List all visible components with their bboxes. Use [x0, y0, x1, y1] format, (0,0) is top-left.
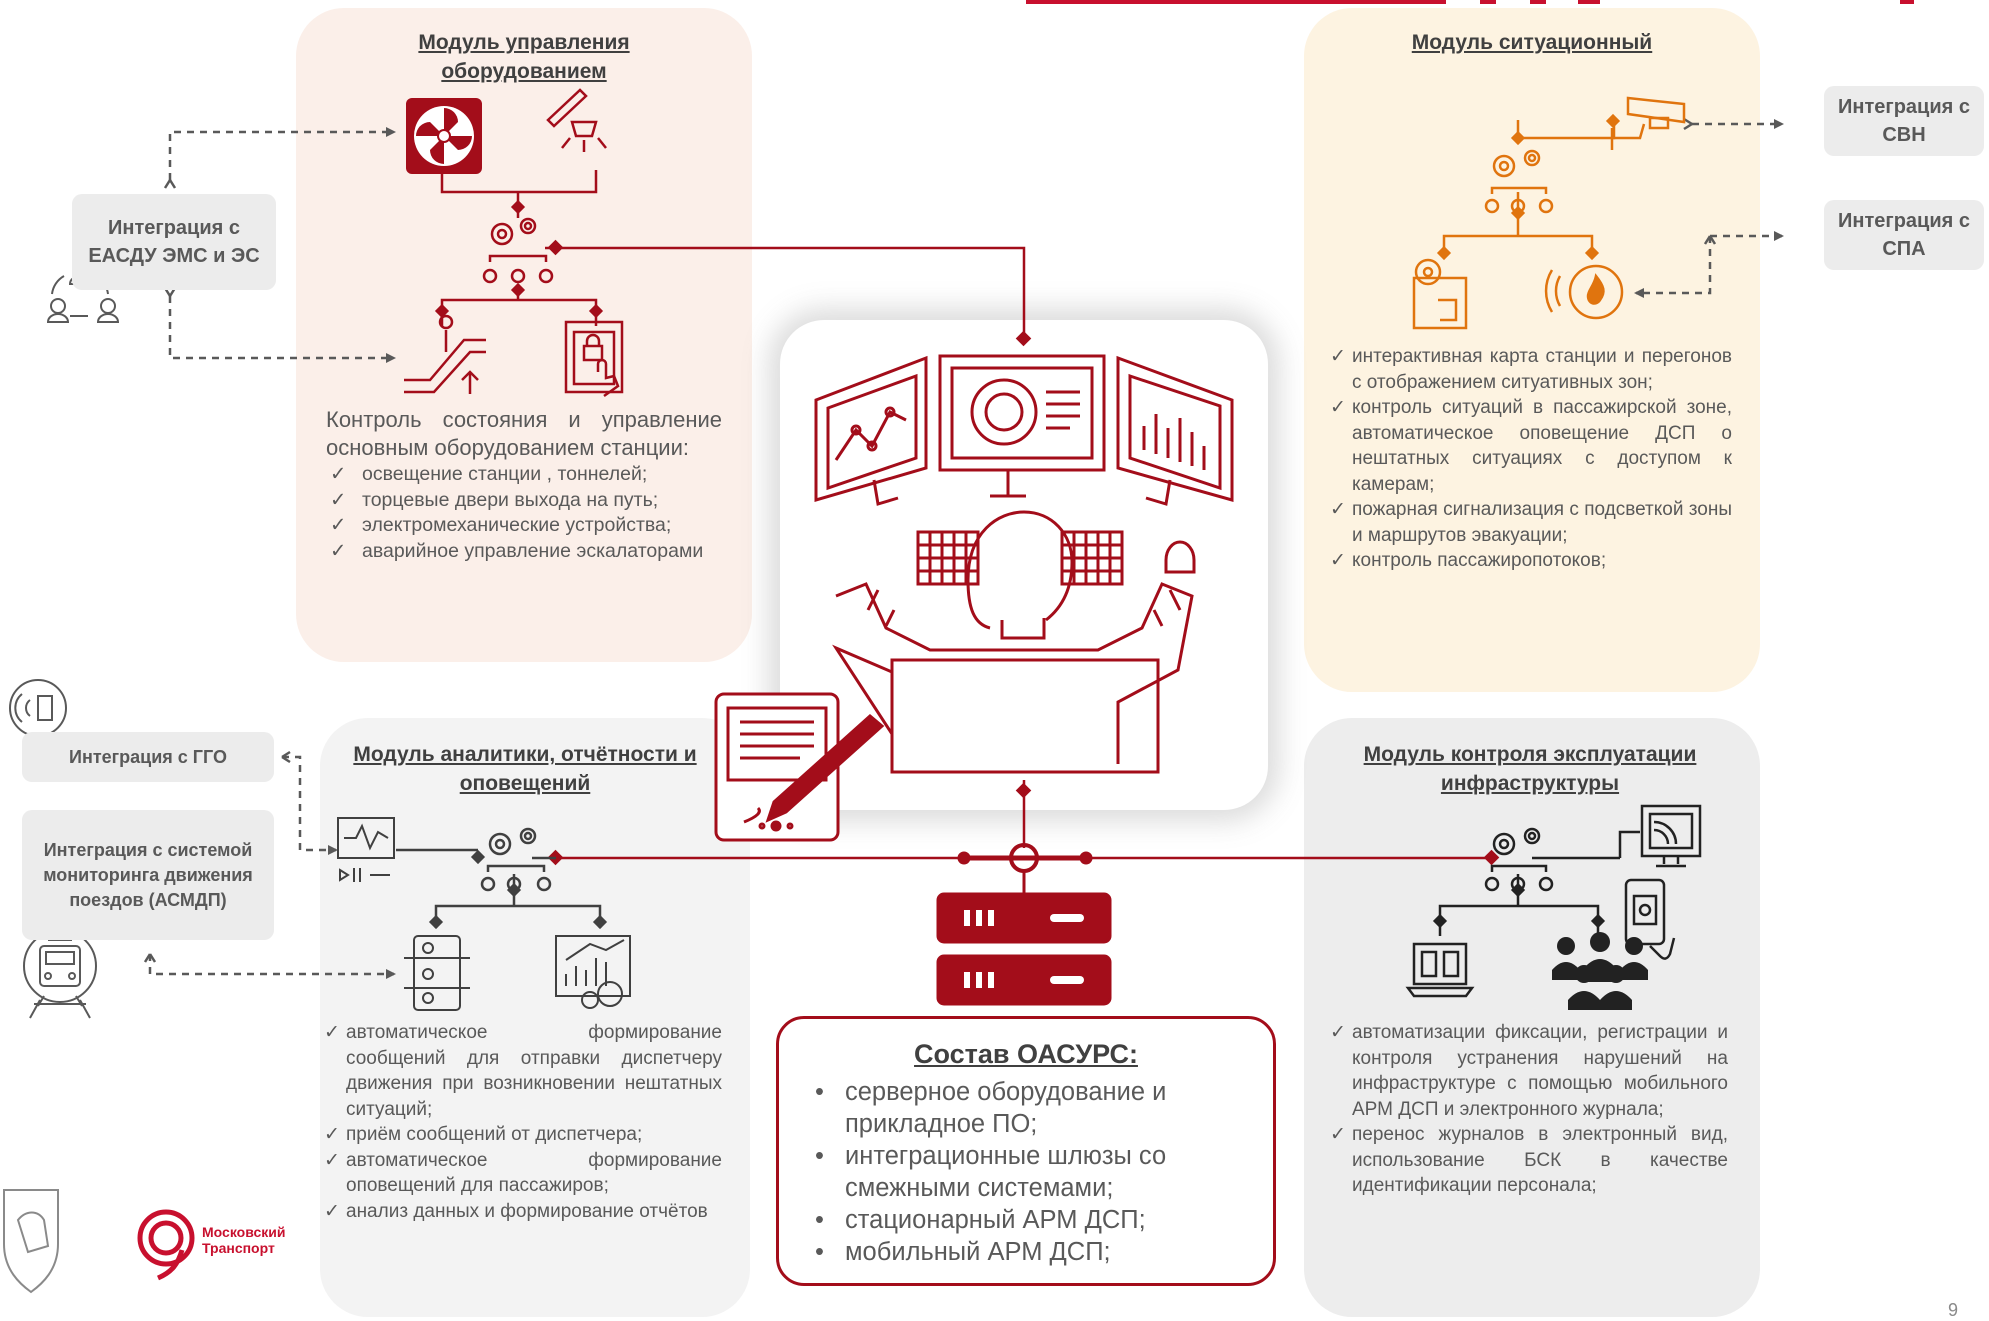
- list-item: перенос журналов в электронный вид, испо…: [1328, 1122, 1728, 1199]
- list-item: автоматическое формирование оповещений д…: [322, 1148, 722, 1199]
- server-icon: [936, 843, 1112, 1006]
- list-item: серверное оборудование и прикладное ПО;: [815, 1076, 1253, 1140]
- moscow-transport-logo: [137, 1209, 195, 1281]
- logo-line-2: Транспорт: [202, 1240, 275, 1256]
- infrastructure-module-panel: [1304, 718, 1760, 1317]
- loudspeaker-icon: [9, 679, 67, 737]
- train-icon: [23, 929, 97, 1019]
- moscow-transport-logo-text: Московский Транспорт: [202, 1224, 285, 1256]
- list-item: контроль ситуаций в пассажирской зоне, а…: [1328, 395, 1732, 497]
- page-number: 9: [1948, 1300, 1959, 1320]
- door-access-icon: [564, 320, 624, 398]
- list-item: автоматизации фиксации, регистрации и ко…: [1328, 1020, 1728, 1122]
- analytics-module-description: автоматическое формирование сообщений дл…: [322, 1020, 722, 1224]
- gears-icon: [482, 217, 554, 284]
- tablet-stylus-icon: [714, 692, 885, 842]
- integration-ggo-box: Интеграция с ГГО: [22, 732, 274, 782]
- fire-alarm-icon: [1544, 264, 1624, 320]
- list-item: интеграционные шлюзы со смежными система…: [815, 1140, 1253, 1204]
- gears-icon: [1484, 827, 1554, 892]
- lighting-lamp-icon: [546, 88, 607, 152]
- list-item: аварийное управление эскалаторами: [326, 539, 722, 565]
- logo-line-1: Московский: [202, 1224, 286, 1240]
- control-panel-icon: [404, 935, 470, 1011]
- composition-title: Состав ОАСУРС:: [914, 1039, 1138, 1069]
- signal-monitor-icon: [337, 817, 395, 882]
- integration-asmdp-box: Интеграция с системой мониторинга движен…: [22, 810, 274, 940]
- infrastructure-module-description: автоматизации фиксации, регистрации и ко…: [1328, 1020, 1728, 1199]
- cctv-camera-icon: [1610, 96, 1686, 150]
- equipment-module-description: Контроль состояния и управление основным…: [326, 406, 722, 564]
- equipment-intro: Контроль состояния и управление основным…: [326, 407, 722, 460]
- list-item: пожарная сигнализация с подсветкой зоны …: [1328, 497, 1732, 548]
- escalator-icon: [404, 314, 486, 394]
- list-item: торцевые двери выхода на путь;: [326, 488, 722, 514]
- list-item: стационарный АРМ ДСП;: [815, 1204, 1253, 1236]
- mobile-camera-icon: [1624, 878, 1676, 960]
- list-item: интерактивная карта станции и перегонов …: [1328, 344, 1732, 395]
- list-item: автоматическое формирование сообщений дл…: [322, 1020, 722, 1122]
- operator-illustration: [814, 354, 1234, 774]
- list-item: освещение станции , тоннелей;: [326, 462, 722, 488]
- situational-module-description: интерактивная карта станции и перегонов …: [1328, 344, 1732, 574]
- gears-icon: [480, 827, 552, 892]
- moscow-coat-of-arms-logo: [3, 1189, 59, 1294]
- staff-group-icon: [1552, 932, 1648, 1010]
- analytics-module-title: Модуль аналитики, отчётности и оповещени…: [353, 743, 697, 795]
- integration-spa-box: Интеграция с СПА: [1824, 200, 1984, 270]
- composition-box: Состав ОАСУРС: серверное оборудование и …: [776, 1016, 1276, 1286]
- integration-easdu-box: Интеграция с ЕАСДУ ЭМС и ЭС: [72, 194, 276, 290]
- list-item: контроль пассажиропотоков;: [1328, 548, 1732, 574]
- e-journal-icon: [1405, 942, 1475, 998]
- list-item: электромеханические устройства;: [326, 513, 722, 539]
- ventilation-fan-icon: [406, 98, 482, 174]
- map-location-icon: [1412, 258, 1468, 330]
- analytics-chart-icon: [555, 935, 631, 1009]
- list-item: анализ данных и формирование отчётов: [322, 1199, 722, 1225]
- top-red-dashes: [1026, 0, 1914, 4]
- monitor-cast-icon: [1640, 804, 1702, 868]
- integration-svn-box: Интеграция с СВН: [1824, 86, 1984, 156]
- list-item: мобильный АРМ ДСП;: [815, 1236, 1253, 1268]
- infrastructure-module-title: Модуль контроля эксплуатации инфраструкт…: [1363, 743, 1697, 795]
- list-item: приём сообщений от диспетчера;: [322, 1122, 722, 1148]
- equipment-module-title: Модуль управления оборудованием: [418, 31, 630, 83]
- gears-icon: [1484, 149, 1554, 214]
- situational-module-title: Модуль ситуационный: [1411, 31, 1653, 54]
